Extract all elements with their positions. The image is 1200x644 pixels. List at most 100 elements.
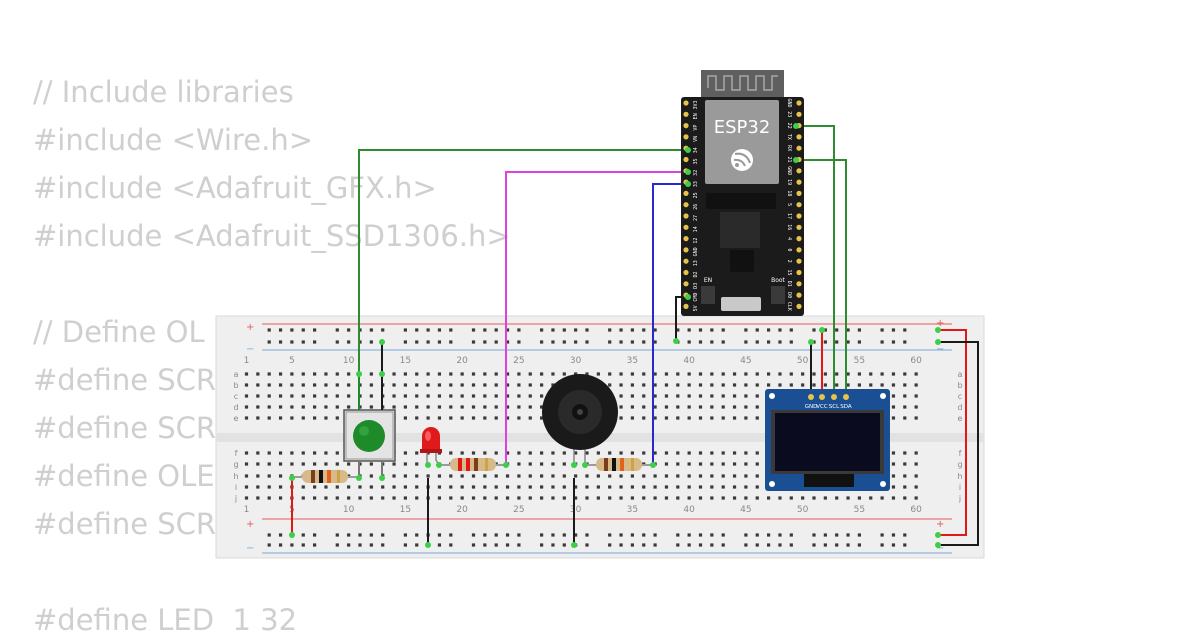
- rail-hole: [823, 328, 827, 332]
- breadboard-hole: [278, 451, 283, 455]
- breadboard-hole: [278, 474, 283, 478]
- esp32-pin-label: GND: [693, 247, 699, 256]
- breadboard-hole: [437, 485, 442, 489]
- rail-hole: [721, 340, 725, 344]
- breadboard-hole: [574, 451, 578, 455]
- rail-hole: [857, 328, 861, 332]
- breadboard-hole: [290, 451, 294, 455]
- breadboard-hole: [744, 485, 748, 489]
- breadboard-hole: [642, 496, 646, 500]
- rail-hole: [676, 543, 680, 547]
- breadboard-hole: [494, 394, 498, 398]
- rail-plus-label: +: [936, 318, 944, 329]
- breadboard-hole: [574, 485, 578, 489]
- breadboard-hole: [710, 451, 714, 455]
- rail-minus-label: −: [936, 344, 944, 355]
- row-letter: h: [957, 472, 962, 481]
- esp32-pin: [683, 134, 689, 140]
- rail-hole: [846, 543, 850, 547]
- rail-hole: [313, 340, 317, 344]
- rail-hole: [767, 340, 771, 344]
- breadboard-hole: [244, 372, 249, 376]
- breadboard-hole: [801, 383, 805, 387]
- breadboard-hole: [415, 372, 419, 376]
- oled-pin-label: SCL: [829, 404, 840, 410]
- button-cap[interactable]: [353, 420, 385, 452]
- breadboard-hole: [460, 405, 464, 409]
- breadboard-hole: [642, 405, 646, 409]
- breadboard-hole: [505, 394, 510, 398]
- rail-hole: [710, 340, 714, 344]
- breadboard-hole: [721, 383, 725, 387]
- breadboard-hole: [403, 462, 407, 466]
- rail-hole: [483, 328, 487, 332]
- breadboard-hole: [313, 485, 317, 489]
- breadboard-hole: [880, 372, 884, 376]
- breadboard-hole: [460, 394, 464, 398]
- breadboard-hole: [301, 485, 305, 489]
- rail-hole: [494, 543, 498, 547]
- breadboard-hole: [301, 416, 305, 420]
- breadboard-hole: [483, 474, 487, 478]
- breadboard-hole: [721, 462, 725, 466]
- esp32-pin-label: 35: [693, 158, 699, 164]
- breadboard-hole: [244, 451, 249, 455]
- row-letter: d: [957, 403, 962, 412]
- rail-hole: [426, 340, 430, 344]
- breadboard-hole: [517, 451, 521, 455]
- esp32-pin-label: D1: [786, 281, 792, 287]
- breadboard-hole: [698, 416, 703, 420]
- rail-hole: [835, 328, 839, 332]
- esp32-pin: [796, 292, 802, 298]
- breadboard-hole: [290, 416, 294, 420]
- breadboard-hole: [891, 451, 896, 455]
- breadboard-hole: [891, 405, 896, 409]
- breadboard-hole: [755, 405, 759, 409]
- breadboard-hole: [437, 394, 442, 398]
- boot-button[interactable]: [771, 286, 785, 304]
- connection-dot: [356, 371, 362, 377]
- breadboard-hole: [698, 405, 703, 409]
- rail-hole: [301, 340, 305, 344]
- breadboard-hole: [653, 496, 657, 500]
- rail-hole: [778, 340, 782, 344]
- resistor-led: [439, 458, 506, 471]
- en-button[interactable]: [701, 286, 715, 304]
- breadboard-hole: [290, 372, 294, 376]
- column-number: 15: [400, 505, 411, 515]
- rail-hole: [812, 533, 816, 537]
- rail-hole: [471, 328, 476, 332]
- rail-hole: [267, 340, 271, 344]
- breadboard-hole: [585, 372, 589, 376]
- breadboard-hole: [301, 372, 305, 376]
- breadboard-hole: [630, 496, 634, 500]
- breadboard-hole: [710, 474, 714, 478]
- breadboard-hole: [335, 485, 339, 489]
- breadboard-hole: [551, 372, 555, 376]
- breadboard-hole: [710, 416, 714, 420]
- rail-hole: [449, 543, 453, 547]
- breadboard-hole: [347, 383, 351, 387]
- rail-hole: [517, 533, 521, 537]
- esp32-pin: [796, 134, 802, 140]
- breadboard-hole: [403, 416, 407, 420]
- wire-green-oled-sda: [796, 159, 847, 396]
- breadboard-hole: [551, 474, 555, 478]
- breadboard-hole: [914, 405, 918, 409]
- connection-dot: [571, 542, 577, 548]
- breadboard-hole: [290, 394, 294, 398]
- breadboard-hole: [732, 383, 737, 387]
- column-number: 45: [740, 505, 751, 515]
- breadboard-hole: [324, 383, 328, 387]
- breadboard-hole: [857, 372, 861, 376]
- breadboard-hole: [698, 394, 703, 398]
- breadboard-hole: [301, 496, 305, 500]
- breadboard-hole: [732, 485, 737, 489]
- esp32-pin-label: GND: [786, 98, 792, 107]
- breadboard-hole: [585, 496, 589, 500]
- pushbutton[interactable]: [343, 374, 396, 478]
- breadboard-hole: [664, 462, 669, 466]
- connection-dot: [503, 462, 509, 468]
- column-number: 20: [456, 356, 468, 366]
- column-number: 35: [627, 356, 638, 366]
